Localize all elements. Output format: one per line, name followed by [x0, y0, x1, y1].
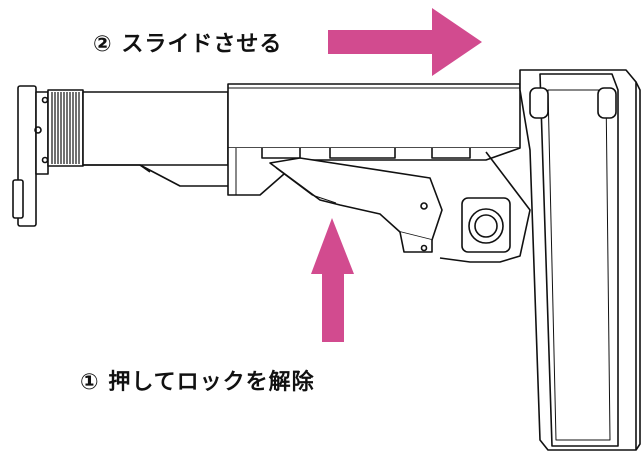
qd-socket: [461, 197, 511, 253]
step-2-text: スライドさせる: [121, 32, 283, 57]
buffer-tube: [82, 91, 240, 187]
step-2-label: ② スライドさせる: [93, 26, 282, 58]
lock-lever: [269, 157, 443, 253]
step-2-number: ②: [93, 32, 113, 57]
arrow-right-icon: [328, 8, 482, 76]
arrow-up-icon: [311, 218, 354, 342]
buffer-tube-threads: [47, 89, 84, 167]
step-1-text: 押してロックを解除: [108, 370, 315, 395]
arm-brace: [519, 69, 641, 451]
end-plate: [12, 85, 49, 227]
step-1-label: ① 押してロックを解除: [80, 364, 315, 396]
step-1-number: ①: [80, 370, 100, 395]
